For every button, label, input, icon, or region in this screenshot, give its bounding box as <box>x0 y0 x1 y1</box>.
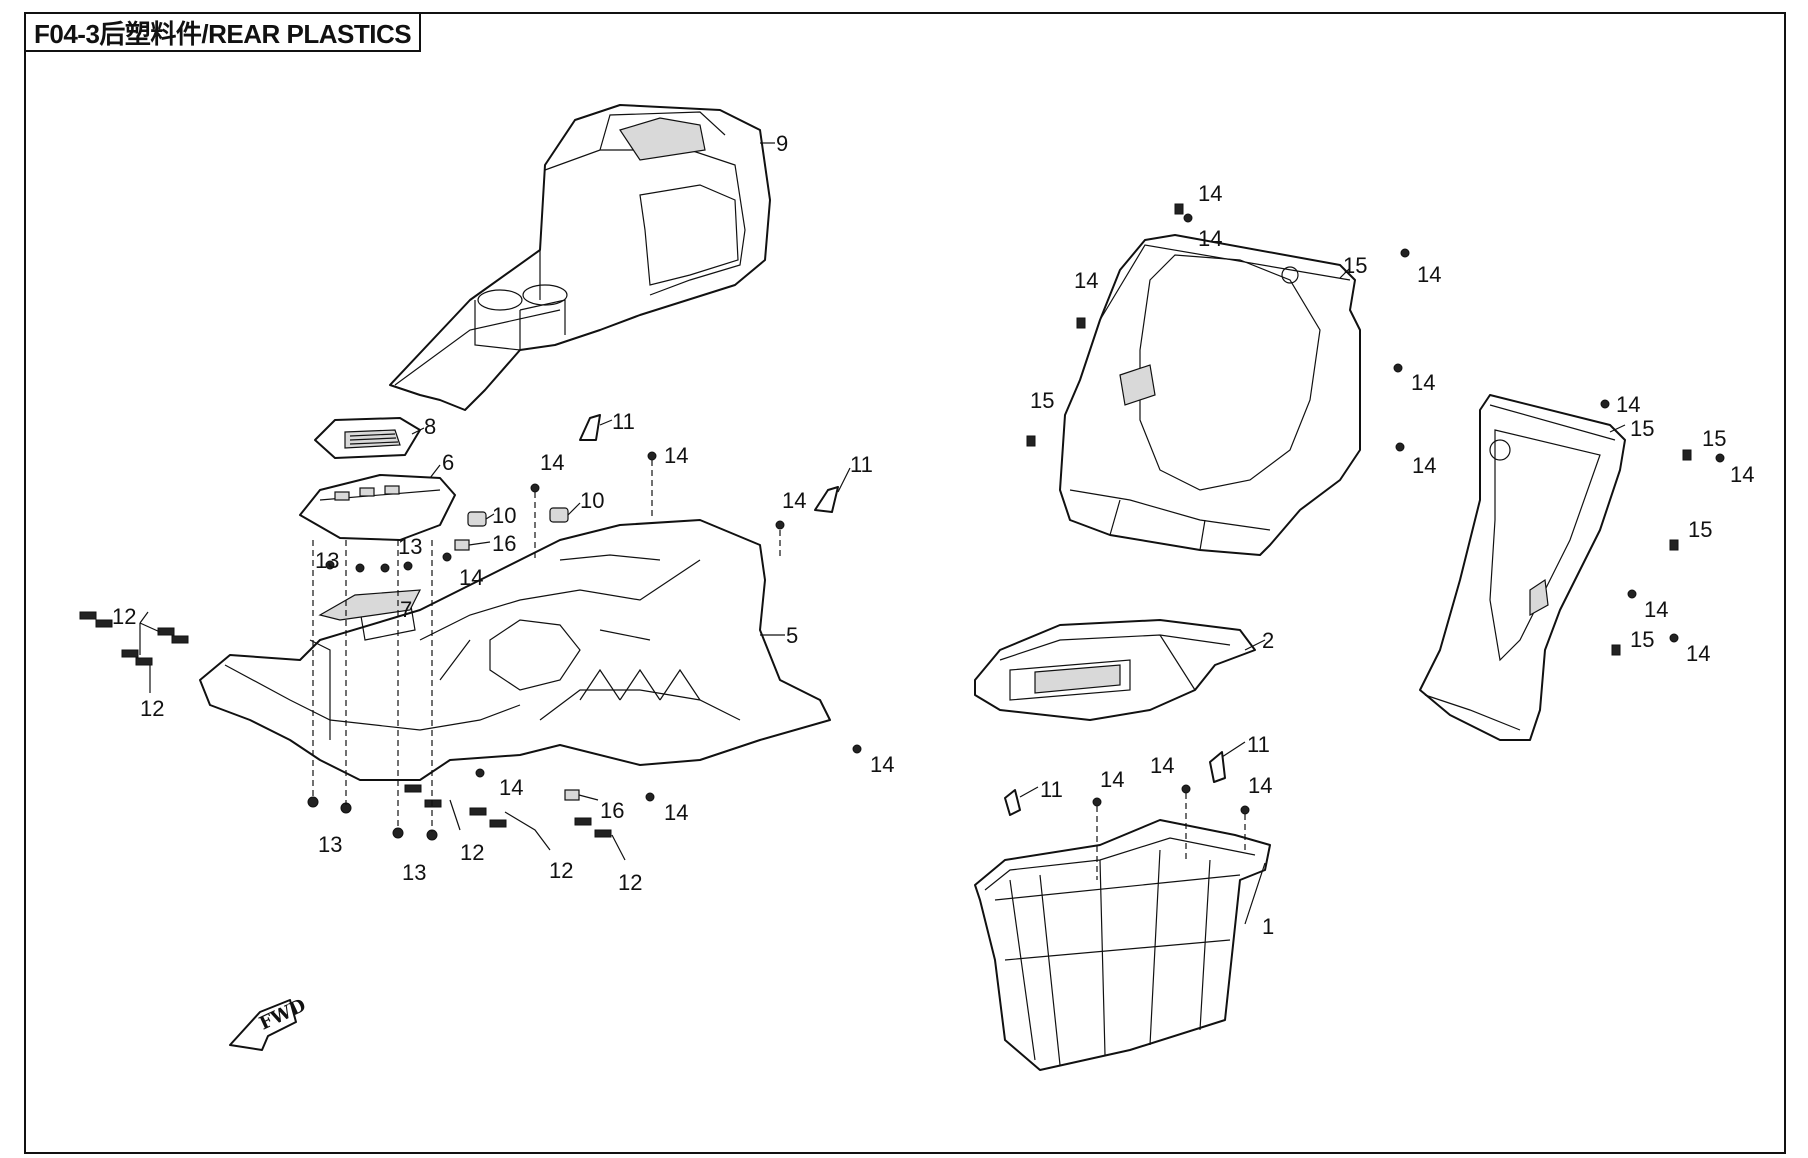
callout-5: 5 <box>786 623 798 648</box>
screws-13 <box>307 560 438 841</box>
part-8-grille <box>314 417 421 459</box>
callout-12: 12 <box>140 696 164 721</box>
callout-10: 10 <box>492 503 516 528</box>
part-4-floor-panel <box>974 619 1256 721</box>
callout-3: 1 <box>1262 914 1274 939</box>
fasteners-12 <box>79 611 612 838</box>
part-3-storage-bin <box>974 819 1271 1071</box>
grommets-10 <box>467 507 569 527</box>
callout-12: 12 <box>549 858 573 883</box>
callouts: 9 8 6 10 10 16 16 11 11 11 11 5 7 12 12 … <box>112 131 1754 939</box>
callout-2: 15 <box>1630 416 1654 441</box>
callout-12: 12 <box>460 840 484 865</box>
callout-14: 14 <box>459 565 483 590</box>
part-1-left-panel <box>1059 234 1361 556</box>
callout-11: 11 <box>1247 732 1270 757</box>
callout-15: 14 <box>1074 268 1098 293</box>
callout-13: 13 <box>318 832 342 857</box>
callout-10: 10 <box>580 488 604 513</box>
callout-14: 14 <box>499 775 523 800</box>
callout-11: 11 <box>612 409 635 434</box>
callout-11: 11 <box>850 452 873 477</box>
callout-14: 14 <box>1248 773 1272 798</box>
callout-13: 13 <box>402 860 426 885</box>
callout-15: 15 <box>1630 627 1654 652</box>
callout-14: 14 <box>540 450 564 475</box>
drawing-frame <box>24 12 1786 1154</box>
callout-12: 12 <box>112 604 136 629</box>
callout-14: 14 <box>1411 370 1435 395</box>
callout-1: 15 <box>1343 253 1367 278</box>
callout-14: 14 <box>1730 462 1754 487</box>
part-9-console-cover <box>389 104 771 411</box>
callout-8: 8 <box>424 414 436 439</box>
callout-6: 6 <box>442 450 454 475</box>
fwd-arrow: FWD <box>229 995 309 1051</box>
callout-13: 13 <box>398 534 422 559</box>
callout-11: 11 <box>1040 777 1063 802</box>
part-6-rear-cover <box>299 474 456 541</box>
callout-14: 14 <box>1100 767 1124 792</box>
page-title: F04-3后塑料件/REAR PLASTICS <box>24 12 422 52</box>
leader-lines <box>139 142 1626 925</box>
callout-15: 14 <box>1198 181 1222 206</box>
callout-13: 13 <box>315 548 339 573</box>
assembly-lines <box>312 460 1246 880</box>
part-2-right-panel <box>1419 394 1626 741</box>
callout-14: 14 <box>1644 597 1668 622</box>
callout-16: 16 <box>492 531 516 556</box>
clips-15 <box>1026 203 1692 656</box>
brackets-11 <box>579 414 1226 816</box>
callout-15: 15 <box>1702 426 1726 451</box>
callout-16: 16 <box>600 798 624 823</box>
callout-14: 14 <box>1616 392 1640 417</box>
part-5-rear-body <box>199 519 831 781</box>
part-7-panel <box>318 589 422 621</box>
callout-14: 14 <box>1198 226 1222 251</box>
callout-9: 9 <box>776 131 788 156</box>
callout-14: 14 <box>870 752 894 777</box>
callout-4: 2 <box>1262 628 1274 653</box>
callout-14: 14 <box>1686 641 1710 666</box>
callout-14: 14 <box>1417 262 1441 287</box>
bolts-14 <box>442 213 1725 815</box>
callout-15: 15 <box>1688 517 1712 542</box>
callout-15: 15 <box>1030 388 1054 413</box>
callout-14: 14 <box>1150 753 1174 778</box>
callout-7: 7 <box>400 597 412 622</box>
callout-14: 14 <box>782 488 806 513</box>
callout-14: 14 <box>1412 453 1436 478</box>
callout-14: 14 <box>664 443 688 468</box>
callout-12: 12 <box>618 870 642 895</box>
callout-14: 14 <box>664 800 688 825</box>
